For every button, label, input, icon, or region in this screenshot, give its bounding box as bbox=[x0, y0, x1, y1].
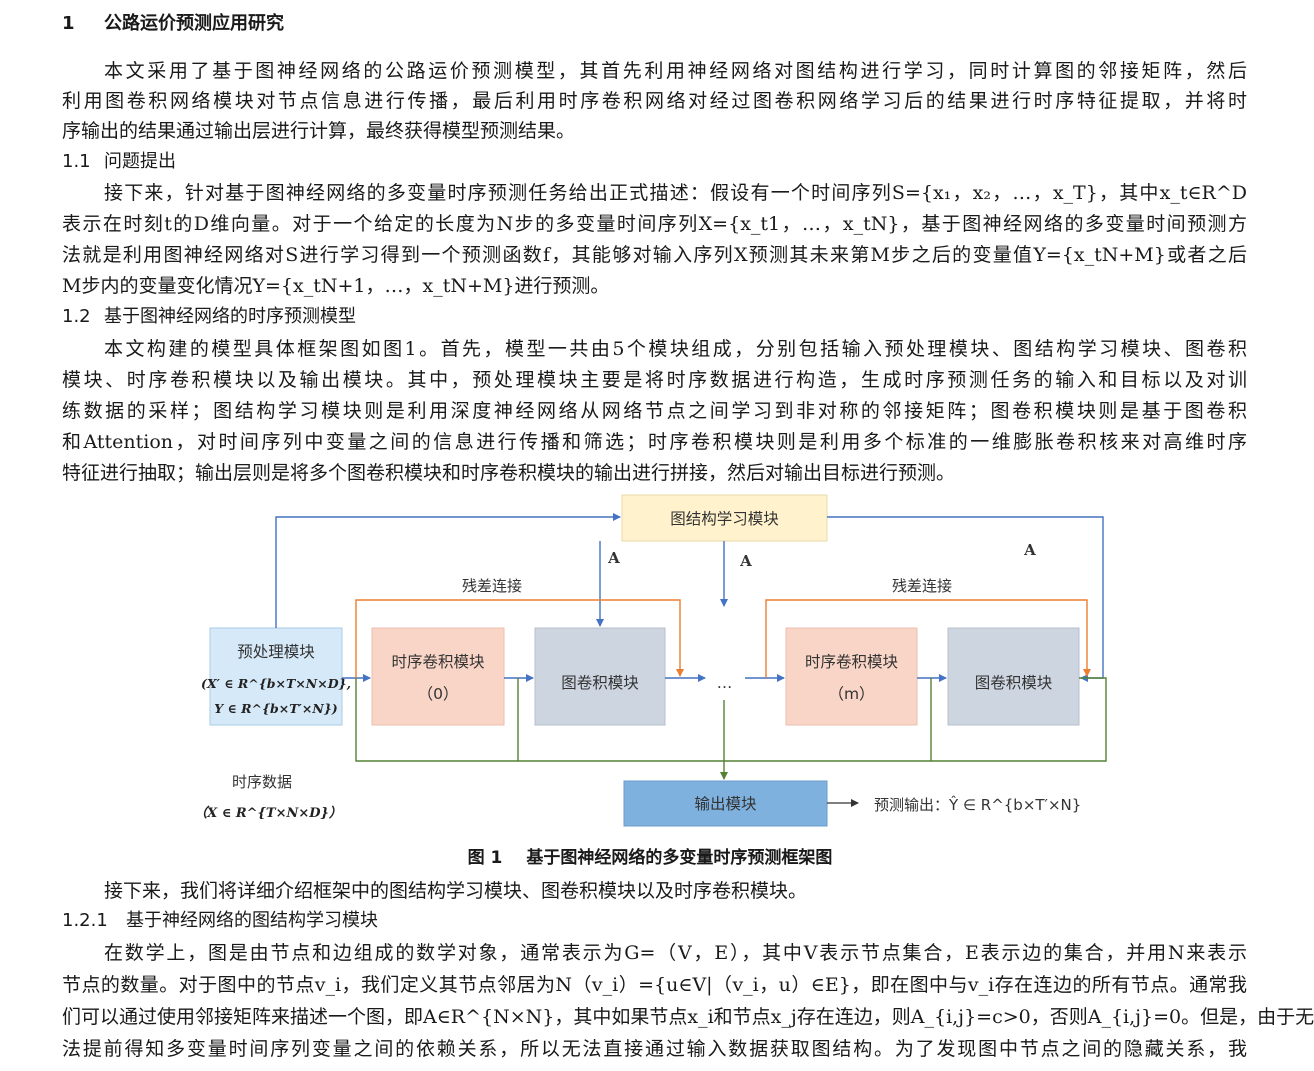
preprocess-math-1: (X′ ∈ R^{b×T×N×D}, bbox=[201, 676, 351, 691]
para2-line-3: 法就是利用图神经网络对S进行学习得到一个预测函数f，其能够对输入序列X预测其未来… bbox=[62, 244, 1247, 266]
preprocess-math-2: Y ∈ R^{b×T′×N}) bbox=[214, 701, 338, 716]
output-label: 输出模块 bbox=[694, 795, 756, 813]
tconv-m-box bbox=[785, 627, 918, 726]
skip-bus-line bbox=[355, 677, 1107, 762]
gconv-box bbox=[534, 627, 666, 726]
preprocess-label: 预处理模块 bbox=[237, 643, 315, 661]
tconv-0-label: 时序卷积模块 bbox=[391, 653, 484, 671]
tconv-m-index: （m） bbox=[828, 685, 874, 703]
para5-line-1: 在数学上，图是由节点和边组成的数学对象，通常表示为G=（V，E），其中V表示节点… bbox=[104, 942, 1247, 964]
ellipsis: … bbox=[717, 674, 733, 692]
residual-arrow-2 bbox=[765, 599, 1091, 678]
tconv-0-index: （0） bbox=[418, 685, 459, 703]
para1-line-1: 本文采用了基于图神经网络的公路运价预测模型，其首先利用神经网络对图结构进行学习，… bbox=[104, 60, 1247, 82]
para2-line-4: M步内的变量变化情况Y={x_tN+1，…，x_tN+M}进行预测。 bbox=[62, 275, 610, 297]
adj-label-1: A bbox=[607, 549, 620, 567]
adj-label-3: A bbox=[1023, 541, 1036, 559]
para3-line-2: 模块、时序卷积模块以及输出模块。其中，预处理模块主要是将时序数据进行构造，生成时… bbox=[62, 369, 1247, 391]
tconv-0-box bbox=[371, 627, 505, 726]
adj-label-2: A bbox=[739, 552, 752, 570]
para4-line: 接下来，我们将详细介绍框架中的图结构学习模块、图卷积模块以及时序卷积模块。 bbox=[104, 880, 808, 902]
graph-learning-box bbox=[621, 494, 828, 542]
preprocess-to-graph-arrow bbox=[275, 513, 621, 628]
gconv-2-label: 图卷积模块 bbox=[975, 674, 1053, 692]
prediction-label: 预测输出：Ŷ ∈ R^{b×T′×N} bbox=[874, 795, 1081, 814]
residual-label-1: 残差连接 bbox=[462, 577, 522, 595]
residual-arrow-1 bbox=[355, 599, 684, 678]
para1-line-2: 利用图卷积网络模块对节点信息进行传播，最后利用时序卷积网络对经过图卷积网络学习后… bbox=[62, 90, 1247, 112]
para3-line-1: 本文构建的模型具体框架图如图1。首先，模型一共由5个模块组成，分别包括输入预处理… bbox=[104, 338, 1247, 360]
para5-line-4: 法提前得知多变量时间序列变量之间的依赖关系，所以无法直接通过输入数据获取图结构。… bbox=[62, 1038, 1247, 1060]
para3-line-4: 和Attention，对时间序列中变量之间的信息进行传播和筛选；时序卷积模块则是… bbox=[62, 431, 1247, 453]
timeseries-label: 时序数据 bbox=[232, 773, 292, 791]
residual-label-2: 残差连接 bbox=[892, 577, 952, 595]
output-box bbox=[623, 780, 828, 827]
gconv-label: 图卷积模块 bbox=[561, 674, 639, 692]
para3-line-5: 特征进行抽取；输出层则是将多个图卷积模块和时序卷积模块的输出进行拼接，然后对输出… bbox=[62, 462, 956, 484]
timeseries-math: （X ∈ R^{T×N×D}） bbox=[194, 805, 342, 821]
para2-line-2: 表示在时刻t的D维向量。对于一个给定的长度为N步的多变量时间序列X={x_t1，… bbox=[62, 213, 1247, 235]
graph-learning-label: 图结构学习模块 bbox=[670, 510, 779, 528]
para5-line-3: 们可以通过使用邻接矩阵来描述一个图，即A∈R^{N×N}，其中如果节点x_i和节… bbox=[62, 1006, 1314, 1028]
para1-line-3: 序输出的结果通过输出层进行计算，最终获得模型预测结果。 bbox=[62, 120, 576, 142]
para3-line-3: 练数据的采样；图结构学习模块则是利用深度神经网络从网络节点之间学习到非对称的邻接… bbox=[62, 400, 1247, 422]
para5-line-2: 节点的数量。对于图中的节点v_i，我们定义其节点邻居为N（v_i）={u∈V|（… bbox=[62, 974, 1247, 996]
para2-line-1: 接下来，针对基于图神经网络的多变量时序预测任务给出正式描述：假设有一个时间序列S… bbox=[104, 182, 1247, 204]
preprocess-box bbox=[209, 627, 343, 726]
gconv-2-box bbox=[947, 627, 1080, 726]
tconv-m-label: 时序卷积模块 bbox=[805, 653, 898, 671]
